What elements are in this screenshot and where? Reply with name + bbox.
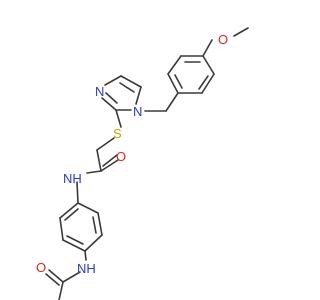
acetamide-group bbox=[45, 250, 87, 300]
imidazole-n3-label: N bbox=[95, 84, 104, 99]
benzyl-ch2-linker bbox=[144, 92, 179, 112]
imidazole-n1-label: N bbox=[133, 104, 142, 119]
acetamide-oxygen-label: O bbox=[36, 260, 46, 275]
structure-svg: O N N S NH O NH O bbox=[36, 27, 249, 300]
thioacetyl-chain bbox=[86, 109, 122, 174]
amide-oxygen-label: O bbox=[116, 149, 126, 164]
phenylene-ring bbox=[59, 202, 103, 252]
methoxybenzyl-ring bbox=[167, 55, 215, 94]
acetamide-nh-label: NH bbox=[77, 261, 96, 276]
methoxy-oxygen-label: O bbox=[218, 32, 228, 47]
anilide-bond bbox=[76, 181, 79, 204]
amide-nh-label: NH bbox=[63, 171, 82, 186]
methoxy-group bbox=[202, 27, 249, 57]
imidazole-ring bbox=[101, 75, 142, 111]
thioether-sulfur-label: S bbox=[113, 126, 122, 141]
molecule-diagram: O N N S NH O NH O bbox=[36, 27, 249, 300]
